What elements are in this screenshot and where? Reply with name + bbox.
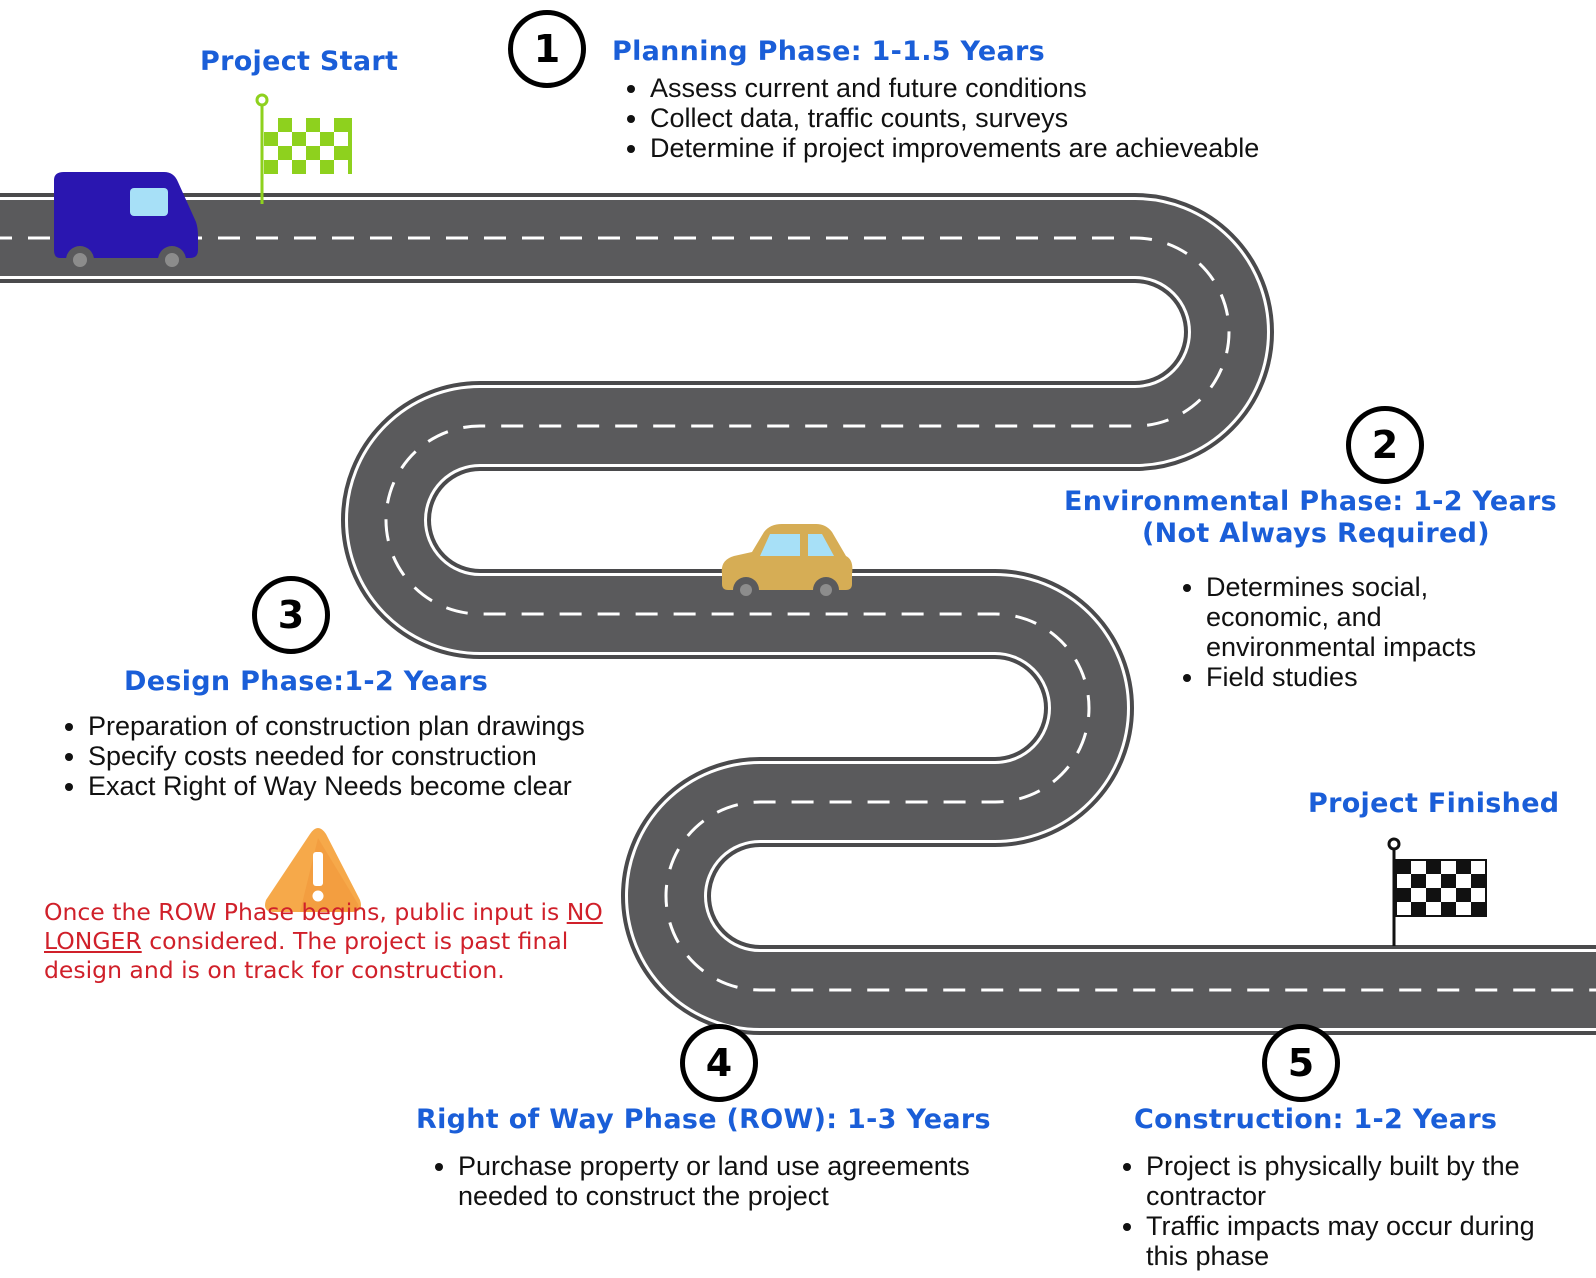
winding-road: [0, 193, 1596, 1035]
phase-2-title: Environmental Phase: 1-2 Years: [1064, 486, 1558, 517]
phase-5-title: Construction: 1-2 Years: [1134, 1104, 1498, 1135]
phase-1-number: 1: [508, 10, 586, 88]
list-item: Assess current and future conditions: [650, 73, 1410, 103]
phase-3-bullets: Preparation of construction plan drawing…: [54, 711, 708, 801]
list-item: Preparation of construction plan drawing…: [88, 711, 708, 741]
phase-2-subtitle: (Not Always Required): [1142, 518, 1490, 549]
phase-5-number: 5: [1262, 1024, 1340, 1102]
project-finished-label: Project Finished: [1308, 788, 1560, 819]
phase-1-bullets: Assess current and future conditions Col…: [616, 73, 1410, 163]
phase-4-bullets: Purchase property or land use agreements…: [424, 1151, 1058, 1211]
list-item: Project is physically built by the contr…: [1146, 1151, 1566, 1211]
list-item: Traffic impacts may occur during this ph…: [1146, 1211, 1566, 1271]
phase-1-title: Planning Phase: 1-1.5 Years: [612, 36, 1046, 67]
start-flag-icon: [255, 93, 352, 204]
list-item: Specify costs needed for construction: [88, 741, 708, 771]
list-item: Determines social, economic, and environ…: [1206, 572, 1546, 662]
list-item: Field studies: [1206, 662, 1546, 692]
warning-text-after: considered. The project is past final de…: [44, 927, 569, 984]
warning-emphasis: NO LONGER: [44, 898, 603, 955]
phase-2-bullets: Determines social, economic, and environ…: [1172, 572, 1546, 692]
project-start-label: Project Start: [200, 46, 399, 77]
phase-3-title: Design Phase:1-2 Years: [124, 666, 489, 697]
car-icon: [721, 524, 853, 603]
list-item: Determine if project improvements are ac…: [650, 133, 1410, 163]
van-icon: [54, 172, 198, 274]
phase-2-number: 2: [1346, 406, 1424, 484]
road-center-dashes: [0, 236, 1596, 992]
warning-icon: [265, 828, 361, 912]
row-warning-note: Once the ROW Phase begins, public input …: [44, 898, 634, 985]
list-item: Exact Right of Way Needs become clear: [88, 771, 708, 801]
phase-5-bullets: Project is physically built by the contr…: [1112, 1151, 1566, 1271]
warning-text-before: Once the ROW Phase begins, public input …: [44, 898, 567, 926]
phase-4-number: 4: [680, 1024, 758, 1102]
phase-4-title: Right of Way Phase (ROW): 1-3 Years: [416, 1104, 991, 1135]
phase-3-number: 3: [252, 576, 330, 654]
finish-flag-icon: [1387, 837, 1487, 946]
list-item: Collect data, traffic counts, surveys: [650, 103, 1410, 133]
list-item: Purchase property or land use agreements…: [458, 1151, 1058, 1211]
